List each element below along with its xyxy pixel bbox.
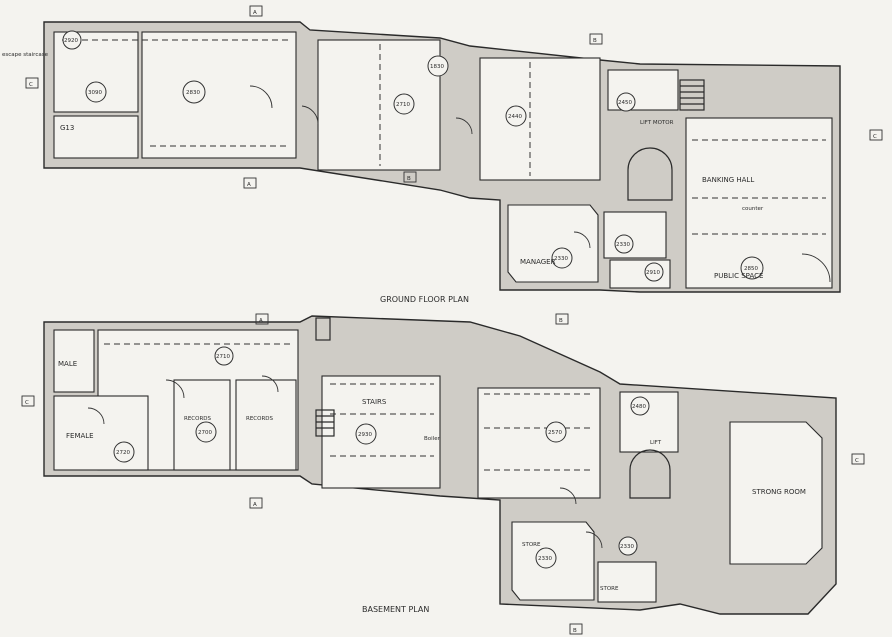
label-B12-name: MALE xyxy=(58,360,77,368)
ceiling-circles-basement: 2710 2720 2700 2930 2570 2480 2330 2330 xyxy=(113,346,650,569)
svg-text:2710: 2710 xyxy=(396,102,410,108)
room-G7 xyxy=(479,57,601,181)
title-basement: BASEMENT PLAN xyxy=(362,605,429,614)
title-ground-floor: GROUND FLOOR PLAN xyxy=(380,295,469,304)
svg-text:B: B xyxy=(573,628,577,634)
room-B5 xyxy=(619,391,679,453)
door-swing xyxy=(261,375,279,393)
label-lift: LIFT xyxy=(650,440,662,446)
room-G6 xyxy=(607,69,679,111)
svg-text:C: C xyxy=(855,458,859,464)
room-B12 xyxy=(53,329,95,393)
section-markers: A A B B C C A A B B C C xyxy=(21,5,883,635)
svg-text:A: A xyxy=(253,10,257,16)
svg-text:2700: 2700 xyxy=(198,430,212,436)
svg-text:A: A xyxy=(253,502,257,508)
basement-plan: 2710 2720 2700 2930 2570 2480 2330 2330 … xyxy=(43,315,837,615)
room-B7 xyxy=(321,375,441,489)
room-G10 xyxy=(141,31,297,159)
svg-text:2330: 2330 xyxy=(616,242,630,248)
svg-text:A: A xyxy=(247,182,251,188)
svg-text:2330: 2330 xyxy=(554,256,568,262)
svg-text:2910: 2910 xyxy=(646,270,660,276)
svg-text:1830: 1830 xyxy=(430,64,444,70)
svg-text:2930: 2930 xyxy=(358,432,372,438)
room-G13 xyxy=(53,115,139,159)
label-B2-name: STORE xyxy=(600,586,619,592)
svg-text:2830: 2830 xyxy=(186,90,200,96)
label-B11-name: RECORDS xyxy=(184,416,212,422)
svg-text:2570: 2570 xyxy=(548,430,562,436)
svg-text:A: A xyxy=(259,318,263,324)
room-G9 xyxy=(317,39,441,171)
label-B7-name: STAIRS xyxy=(362,398,387,406)
door-swing xyxy=(87,407,105,425)
room-B4 xyxy=(729,421,823,565)
svg-text:2710: 2710 xyxy=(216,354,230,360)
ground-stair xyxy=(627,79,705,201)
svg-text:2440: 2440 xyxy=(508,114,522,120)
svg-text:C: C xyxy=(25,400,29,406)
door-swing xyxy=(573,231,591,249)
label-B10-name: RECORDS xyxy=(246,416,274,422)
svg-text:2330: 2330 xyxy=(538,556,552,562)
room-B10 xyxy=(235,379,297,471)
svg-text:2450: 2450 xyxy=(618,100,632,106)
label-G3-name: MANAGER xyxy=(520,258,556,266)
svg-text:B: B xyxy=(407,176,411,182)
label-B13-name: FEMALE xyxy=(66,432,94,440)
label-G13: G13 xyxy=(60,124,74,132)
svg-text:2850: 2850 xyxy=(744,266,758,272)
svg-text:3090: 3090 xyxy=(88,90,102,96)
door-swing xyxy=(559,487,577,505)
room-B6 xyxy=(477,387,601,499)
label-escape-ground: escape staircase xyxy=(2,52,49,58)
label-lift-motor: LIFT MOTOR xyxy=(640,120,674,126)
label-B4-name: STRONG ROOM xyxy=(752,488,806,496)
label-G2-name: BANKING HALL xyxy=(702,176,754,184)
ceiling-circles-ground: 2920 3090 2830 1830 2710 2440 2450 2850 … xyxy=(62,30,764,282)
ground-floor-plan: 2920 3090 2830 1830 2710 2440 2450 2850 … xyxy=(2,21,841,304)
door-swing xyxy=(165,379,185,399)
label-counter: counter xyxy=(742,206,764,212)
svg-text:C: C xyxy=(29,82,33,88)
label-boiler: Boiler xyxy=(424,436,441,442)
svg-text:B: B xyxy=(593,38,597,44)
room-G4 xyxy=(603,211,667,259)
door-swing xyxy=(801,253,831,283)
basement-stair xyxy=(315,317,671,499)
svg-text:C: C xyxy=(873,134,877,140)
svg-text:2330: 2330 xyxy=(620,544,634,550)
door-swing xyxy=(455,117,473,135)
label-G1-name: PUBLIC SPACE xyxy=(714,272,763,280)
svg-text:2480: 2480 xyxy=(632,404,646,410)
svg-text:2720: 2720 xyxy=(116,450,130,456)
room-G3 xyxy=(507,204,599,283)
svg-text:B: B xyxy=(559,318,563,324)
svg-text:2920: 2920 xyxy=(64,38,78,44)
label-B3-name: STORE xyxy=(522,542,541,548)
door-swing xyxy=(585,531,603,549)
room-B2 xyxy=(597,561,657,603)
door-swing xyxy=(249,85,273,109)
door-swing xyxy=(301,105,319,125)
